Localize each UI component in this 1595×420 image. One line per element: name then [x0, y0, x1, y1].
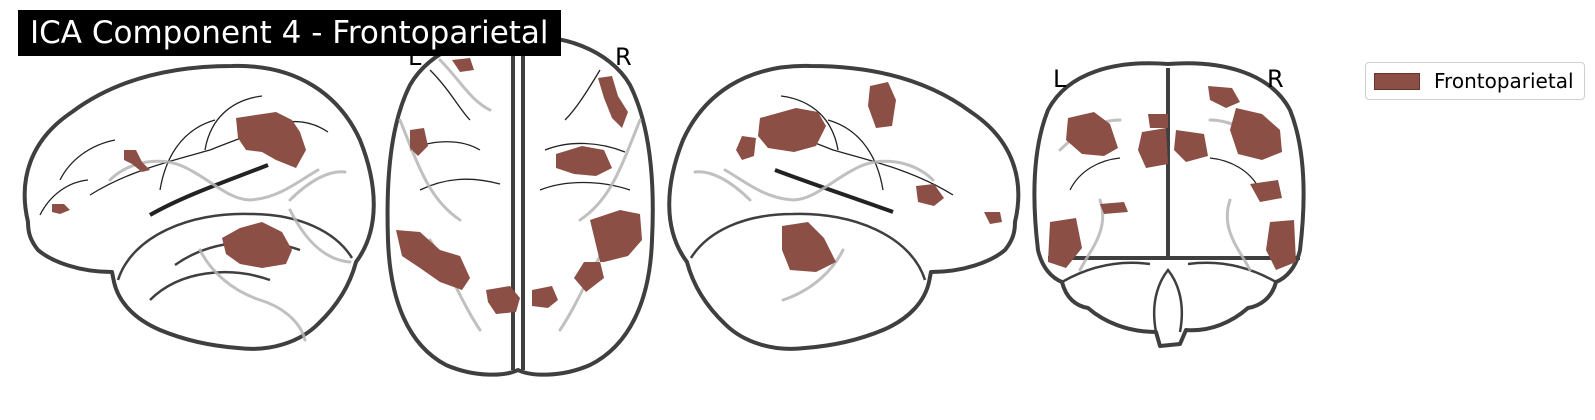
outline-thin-path [116, 212, 354, 281]
blob-path [916, 184, 944, 206]
blob-path [736, 136, 756, 160]
blob-path [1250, 180, 1282, 202]
blob-path [236, 112, 306, 168]
axial-right-label: R [615, 43, 632, 71]
glass-path [578, 118, 642, 222]
blob-path [532, 286, 558, 308]
blob-path [556, 146, 612, 176]
sagittal-left-outline [22, 63, 376, 351]
glass-path [288, 208, 352, 264]
glass-path [723, 159, 935, 202]
coronal-right-label: R [1267, 65, 1284, 93]
inner-line-path [564, 69, 601, 121]
glass-path [781, 248, 845, 302]
figure-title: ICA Component 4 - Frontoparietal [18, 10, 561, 56]
sagittal-right-outline [667, 63, 1021, 351]
inner-line-path [544, 142, 626, 153]
axial-left-label: L [408, 43, 422, 71]
glass-path [108, 159, 320, 202]
inner-line-path [419, 178, 501, 191]
inner-line-path [204, 95, 263, 151]
blob-path [1048, 218, 1082, 268]
blob-path [396, 230, 470, 290]
inner-line-path [59, 139, 116, 181]
outline-thin-path [689, 212, 927, 281]
legend: Frontoparietal [1365, 62, 1585, 100]
glass-path [693, 170, 752, 202]
blob-path [574, 210, 642, 292]
blob-path [984, 212, 1002, 224]
blob-path [486, 286, 520, 314]
legend-swatch [1374, 72, 1420, 90]
blob-path [758, 108, 826, 152]
blob-path [410, 128, 428, 156]
blob-path [1100, 202, 1128, 214]
coronal-left-label: L [1053, 65, 1067, 93]
blob-path [222, 222, 292, 268]
outline-thin-path [1061, 261, 1151, 284]
glass-path [288, 170, 347, 202]
inner-line-path [429, 69, 471, 121]
blob-path [1266, 220, 1296, 270]
inner-line-path [539, 181, 631, 191]
inner-line-path [39, 179, 89, 216]
sagittal-right-view [667, 63, 1021, 351]
blob-path [868, 82, 896, 128]
glass-path [398, 118, 462, 222]
blob-path [782, 222, 836, 272]
inner-line-path [149, 163, 269, 217]
glass-path [1225, 198, 1252, 272]
coronal-view [1032, 61, 1306, 348]
outline-thin-path [149, 271, 271, 301]
glass-path [198, 248, 307, 342]
blob-path [1148, 114, 1168, 128]
inner-line-path [780, 95, 839, 151]
inner-line-path [774, 168, 894, 214]
blob-path [1174, 130, 1208, 162]
inner-line-path [159, 119, 216, 191]
inner-line-path [1069, 157, 1121, 191]
outline-thin-path [1152, 267, 1184, 333]
blob-path [1208, 86, 1240, 108]
blob-path [1230, 108, 1282, 160]
blob-path [1138, 128, 1168, 168]
blob-path [598, 76, 628, 128]
axial-view [385, 34, 655, 377]
legend-label: Frontoparietal [1434, 69, 1574, 93]
blob-path [52, 204, 70, 214]
outline-thin-path [1187, 261, 1277, 284]
inner-line-path [827, 119, 884, 191]
blob-path [1066, 112, 1118, 156]
sagittal-left-view [22, 63, 376, 351]
glass-path [438, 58, 492, 112]
blob-path [124, 150, 150, 172]
coronal-outline [1032, 61, 1306, 348]
axial-outline [385, 34, 655, 377]
blob-path [452, 58, 474, 72]
